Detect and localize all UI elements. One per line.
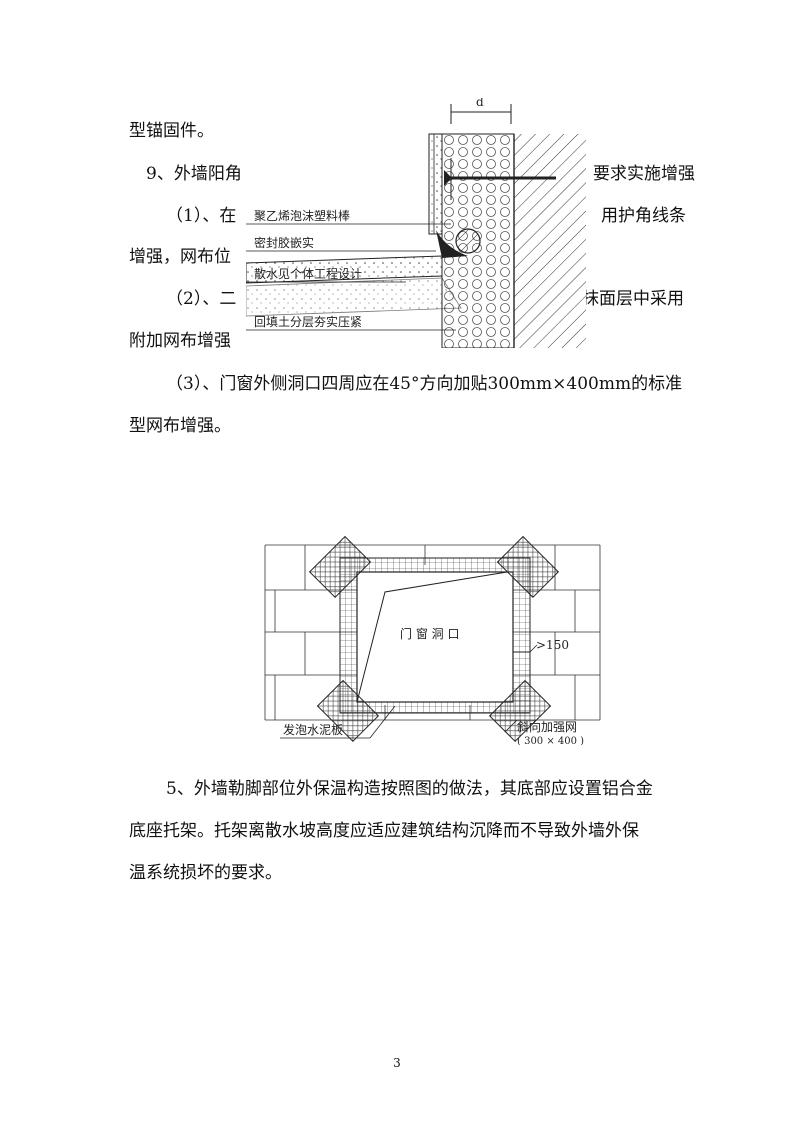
para-1: 型锚固件。 [129,121,214,141]
label-mesh-size: ( 300 × 400 ) [517,736,584,745]
backer-rod-icon [455,228,481,254]
label-backfill: 回填土分层夯实压紧 [254,314,362,329]
para-9: 5、外墙勒脚部位外保温构造按照图的做法，其底部应设置铝合金 [166,779,653,799]
wall-base-detail-figure: d 聚乙烯泡沫塑料棒 密封胶嵌实 散水见个体工程设计 回填土分层夯实压紧 [246,98,586,348]
label-backer-rod: 聚乙烯泡沫塑料棒 [254,208,350,223]
para-11: 温系统损坏的要求。 [129,863,282,883]
para-2-right: 要求实施增强 [593,164,695,184]
window-opening [356,571,514,703]
para-8: 型网布增强。 [129,416,231,436]
page-number: 3 [393,1056,401,1070]
para-3-left: （1）、在 [166,206,237,226]
para-7: （3）、门窗外侧洞口四周应在45°方向加贴300mm×400mm的标准 [166,374,683,394]
label-diagonal-mesh: 斜向加强网 [517,719,577,734]
para-10: 底座托架。托架离散水坡高度应适应建筑结构沉降而不导致外墙外保 [129,821,639,841]
opening-label: 门 窗 洞 口 [400,626,459,641]
para-6-left: 附加网布增强 [129,331,231,351]
diagonal-mesh-patches [308,535,560,743]
label-foam-board: 发泡水泥板 [283,722,343,737]
dim-150-label: >150 [536,638,569,652]
para-3-right: 用护角线条 [601,206,686,226]
anchor-bolt [444,158,556,200]
label-apron: 散水见个体工程设计 [254,266,362,281]
para-2-left: 9、外墙阳角 [146,164,242,184]
para-5-left: （2）、二 [166,289,237,309]
apron-slab [246,255,443,284]
label-sealant: 密封胶嵌实 [254,235,314,250]
dim-label: d [476,98,484,109]
para-4-left: 增强，网布位 [129,247,231,267]
para-5-right: 抹面层中采用 [582,289,684,309]
structural-wall [514,134,586,348]
window-opening-reinforcement-figure: 门 窗 洞 口 >150 发泡水泥板 斜向加强网 ( 300 × 400 ) [264,535,601,745]
